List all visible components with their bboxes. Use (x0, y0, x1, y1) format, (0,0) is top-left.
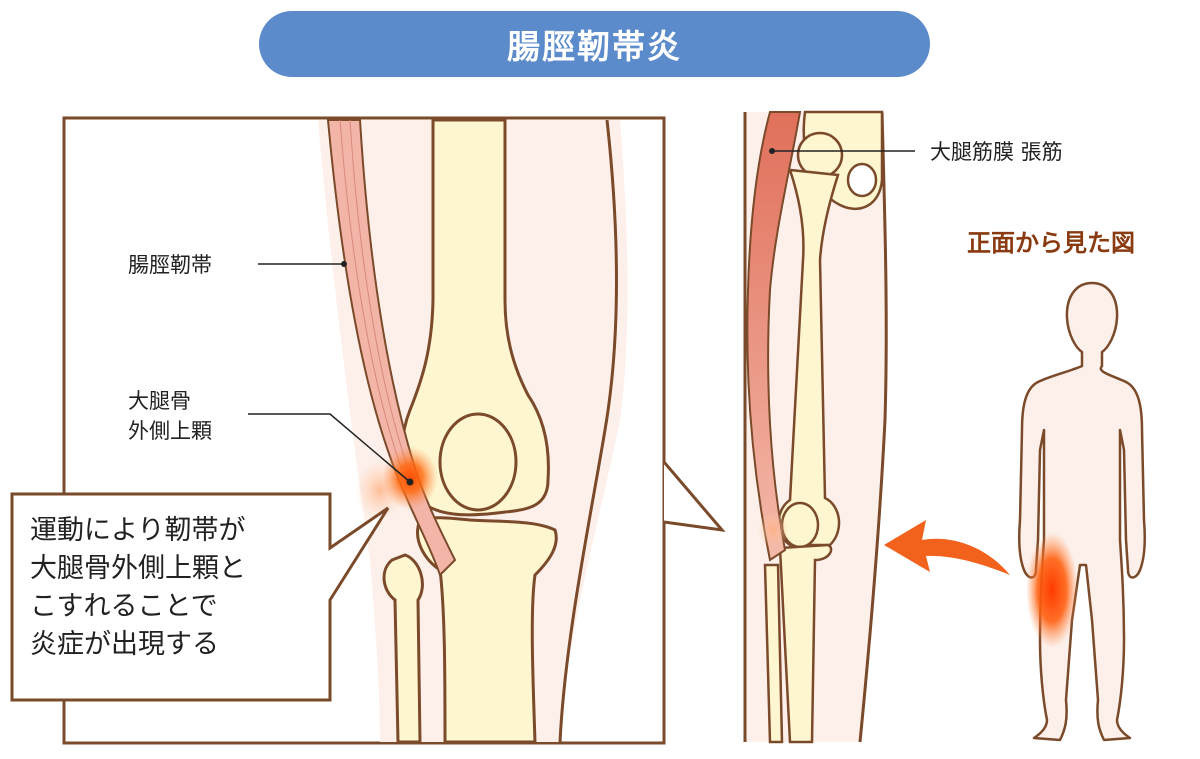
orange-arrow-icon (884, 520, 1010, 575)
fibula-bone (382, 553, 424, 744)
callout-line: 大腿骨外側上顆と (30, 553, 246, 584)
tibia-bone (416, 516, 558, 744)
femur-bone (401, 118, 550, 517)
full-leg-panel (743, 110, 915, 744)
label-tfl: 大腿筋膜 張筋 (930, 140, 1063, 164)
patella (438, 412, 518, 512)
front-body-figure (1017, 281, 1147, 742)
callout-line: 運動により靭帯が (30, 515, 246, 546)
body-inflammation-spot (1026, 532, 1078, 648)
callout-line: 炎症が出現する (30, 629, 219, 660)
callout-line: こすれることで (30, 591, 218, 622)
title-banner: 腸脛靭帯炎 (259, 11, 930, 77)
page-title: 腸脛靭帯炎 (507, 27, 682, 66)
label-it-band: 腸脛靭帯 (128, 253, 212, 277)
label-femur-condyle-2: 外側上顆 (128, 419, 212, 443)
inflammation-spot (382, 446, 438, 510)
knee-closeup-panel (62, 116, 666, 745)
callout-box (10, 492, 390, 702)
label-femur-condyle-1: 大腿骨 (128, 389, 191, 413)
label-front-view: 正面から見た図 (967, 229, 1135, 257)
callout-text: 運動により靭帯が 大腿骨外側上顆と こすれることで 炎症が出現する (30, 512, 320, 664)
